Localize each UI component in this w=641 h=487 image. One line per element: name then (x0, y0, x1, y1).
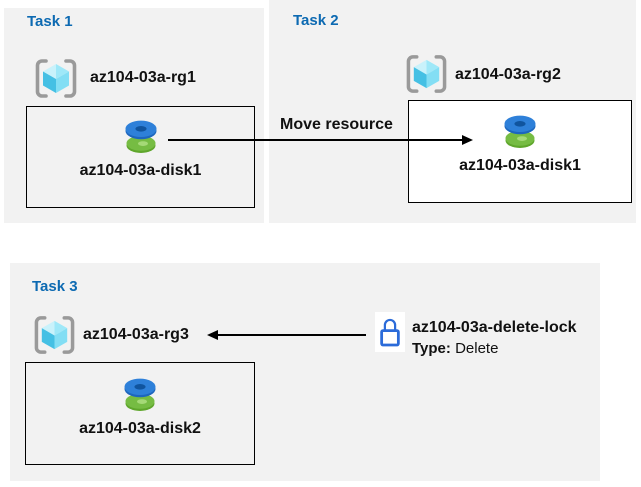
resource-group-label: az104-03a-rg3 (83, 326, 189, 343)
disk-icon (125, 120, 156, 153)
lock-type-value: Delete (455, 340, 499, 357)
delete-lock-arrow-line (217, 334, 366, 336)
lock-icon (380, 318, 400, 347)
resource-group-label: az104-03a-rg1 (90, 69, 196, 86)
lock-icon-box (375, 312, 405, 352)
disk-icon (504, 115, 536, 148)
resource-label: az104-03a-disk1 (79, 162, 202, 179)
delete-lock-arrow-head (207, 330, 218, 340)
move-resource-label: Move resource (280, 116, 393, 133)
resource-group-icon (35, 59, 77, 98)
move-resource-arrow-line (168, 139, 464, 141)
task-3-panel: Task 3 az104-03a-rg3 az104-03a-delete-lo… (10, 263, 600, 481)
task-2-panel: Task 2 az104-03a-rg2 az104-03a-disk1 (269, 0, 636, 223)
task-2-title: Task 2 (293, 12, 339, 29)
resource-label: az104-03a-disk2 (79, 420, 201, 437)
resource-box: az104-03a-disk2 (25, 362, 255, 465)
task-1-panel: Task 1 az104-03a-rg1 az104-03a-disk1 (4, 8, 264, 223)
resource-group-icon (34, 316, 75, 354)
resource-label: az104-03a-disk1 (459, 157, 581, 174)
disk-icon (124, 378, 156, 411)
lock-type-label: Type: (412, 340, 451, 357)
task-3-title: Task 3 (32, 278, 78, 295)
delete-lock-name: az104-03a-delete-lock (412, 319, 577, 336)
task-1-title: Task 1 (27, 13, 73, 30)
resource-box: az104-03a-disk1 (408, 100, 632, 203)
resource-group-label: az104-03a-rg2 (455, 66, 561, 83)
resource-box: az104-03a-disk1 (26, 106, 255, 208)
resource-group-icon (406, 55, 447, 93)
move-resource-arrow-head (462, 135, 473, 145)
delete-lock-type: Type: Delete (412, 340, 498, 357)
